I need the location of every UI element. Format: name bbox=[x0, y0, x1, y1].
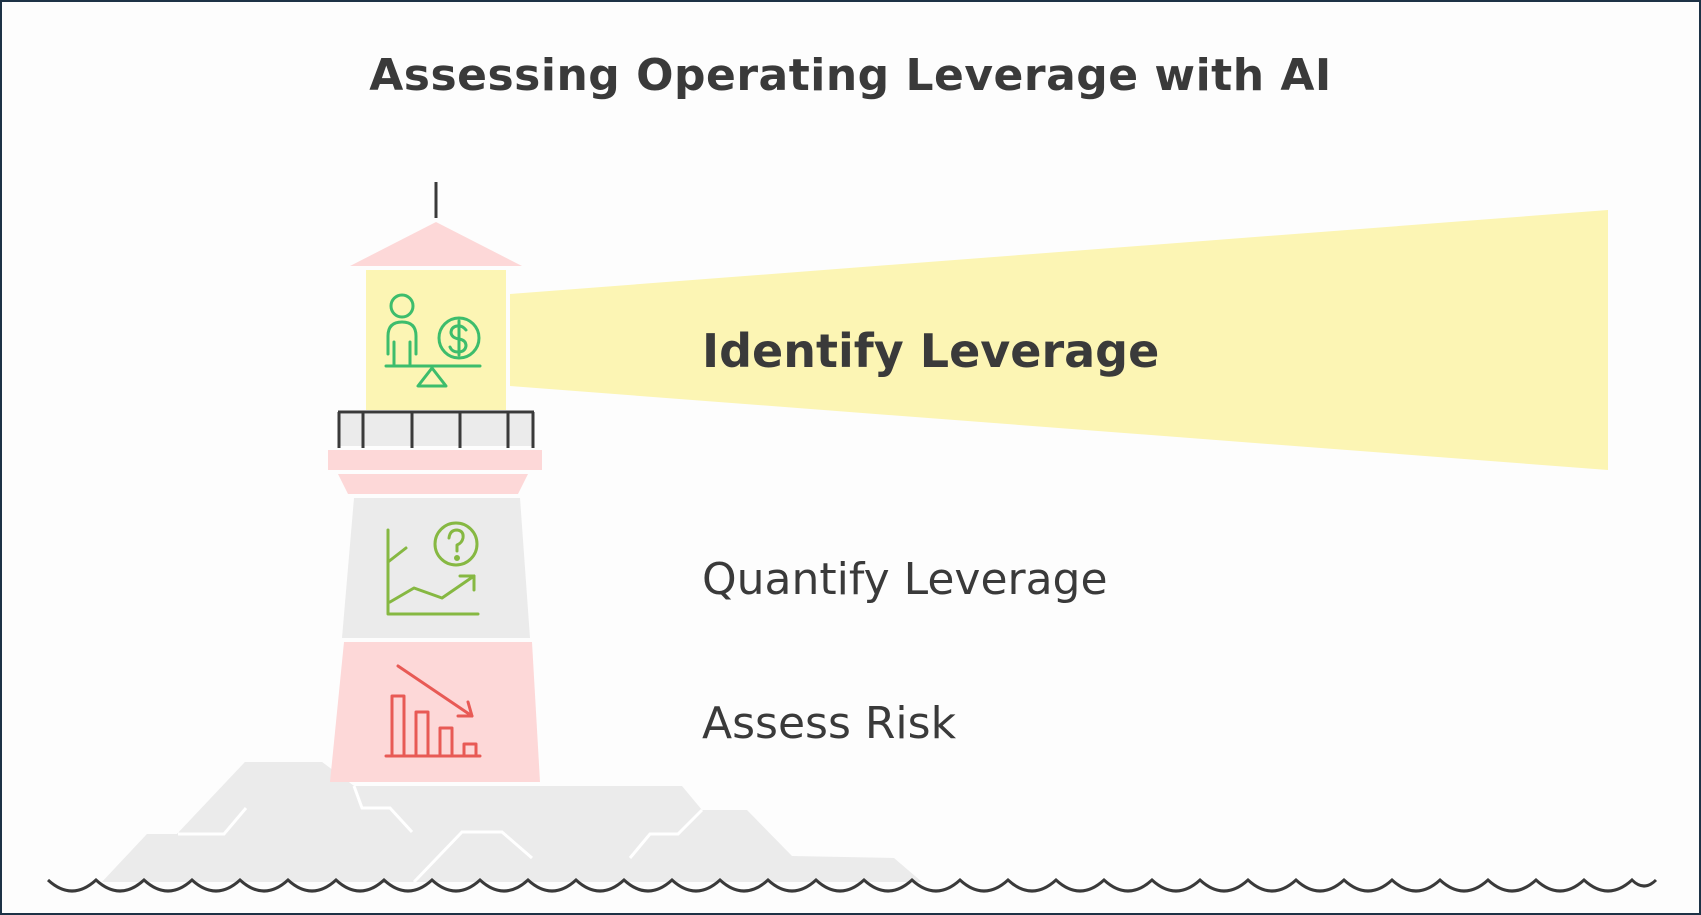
gallery-deck bbox=[328, 450, 542, 470]
step-label-identify-leverage: Identify Leverage bbox=[702, 324, 1159, 378]
tower-collar bbox=[338, 474, 528, 494]
tower-base-section bbox=[330, 642, 540, 782]
gallery-railing bbox=[338, 412, 534, 448]
tower-middle-section bbox=[342, 498, 530, 638]
step-label-quantify-leverage: Quantify Leverage bbox=[702, 554, 1108, 605]
lighthouse-roof bbox=[350, 222, 522, 266]
step-label-assess-risk: Assess Risk bbox=[702, 698, 956, 749]
